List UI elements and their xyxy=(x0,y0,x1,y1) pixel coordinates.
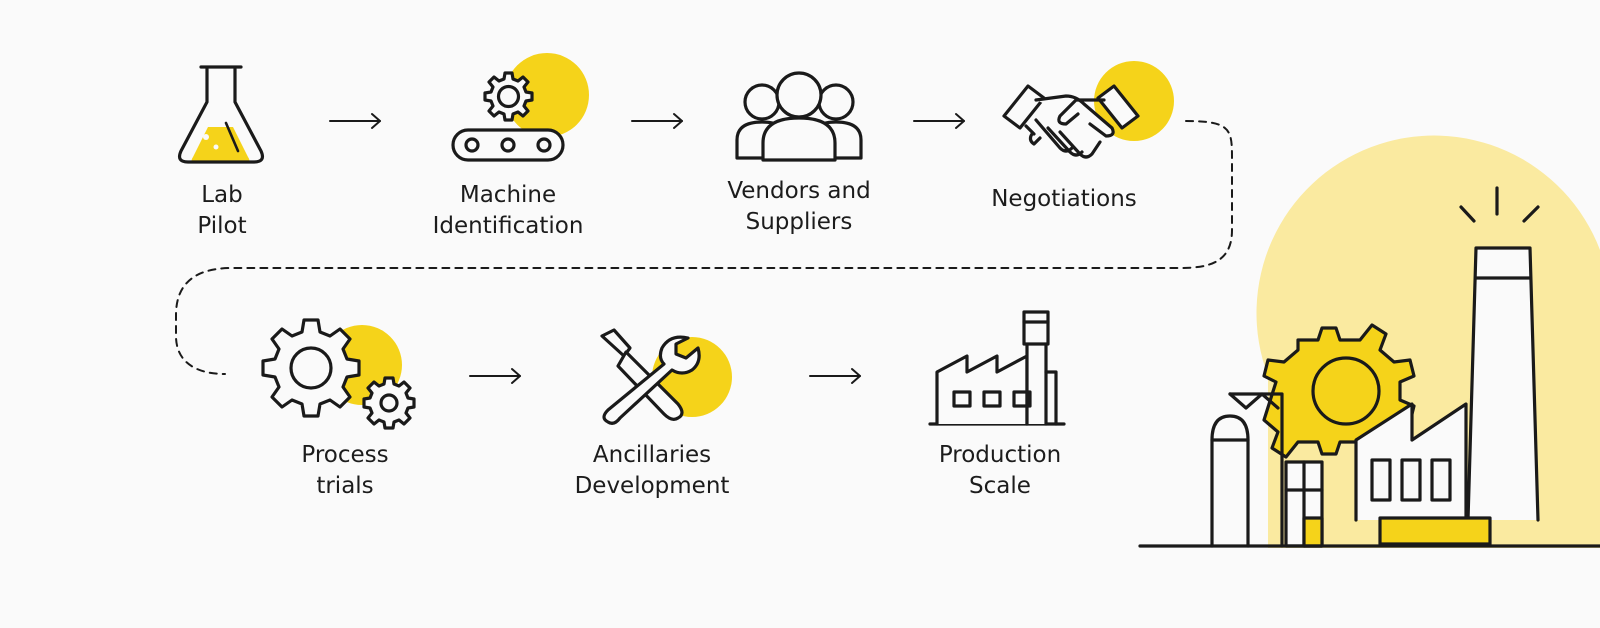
step-label-line: Suppliers xyxy=(745,209,853,235)
wrench-screwdriver-icon xyxy=(600,328,732,425)
step-label-production-scale: Production Scale xyxy=(939,440,1061,502)
step-label-line: Negotiations xyxy=(991,186,1137,212)
step-label-line: Vendors and xyxy=(727,178,871,204)
step-label-line: Production xyxy=(938,442,1062,468)
factory-icon xyxy=(928,310,1066,426)
step-label-line: Pilot xyxy=(197,213,247,239)
step-label-line: Ancillaries xyxy=(592,442,712,468)
gears-icon xyxy=(261,318,416,430)
step-label-line: Machine xyxy=(459,182,557,208)
arrow-connector-5 xyxy=(809,368,861,384)
step-label-line: Lab xyxy=(201,182,243,208)
people-group-icon xyxy=(735,71,863,162)
arrow-connector-4 xyxy=(469,368,521,384)
step-label-line: Scale xyxy=(969,473,1031,499)
step-label-machine-identification: Machine Identification xyxy=(433,180,584,242)
step-label-ancillaries-development: Ancillaries Development xyxy=(575,440,730,502)
flask-icon xyxy=(177,65,265,164)
handshake-icon xyxy=(1002,61,1174,159)
arrow-connector-3 xyxy=(913,113,965,129)
industrial-plant-illustration xyxy=(1138,135,1600,549)
arrow-connector-2 xyxy=(631,113,683,129)
step-label-process-trials: Process trials xyxy=(301,440,388,502)
step-label-line: trials xyxy=(316,473,374,499)
step-label-line: Process xyxy=(301,442,389,468)
step-label-negotiations: Negotiations xyxy=(991,184,1137,215)
conveyor-gear-icon xyxy=(451,53,589,162)
step-label-lab-pilot: Lab Pilot xyxy=(197,180,246,242)
step-label-line: Development xyxy=(574,473,730,499)
step-label-line: Identification xyxy=(432,213,584,239)
dashed-flow-connector xyxy=(175,120,1233,375)
step-label-vendors-and-suppliers: Vendors and Suppliers xyxy=(727,176,870,238)
arrow-connector-1 xyxy=(329,113,381,129)
